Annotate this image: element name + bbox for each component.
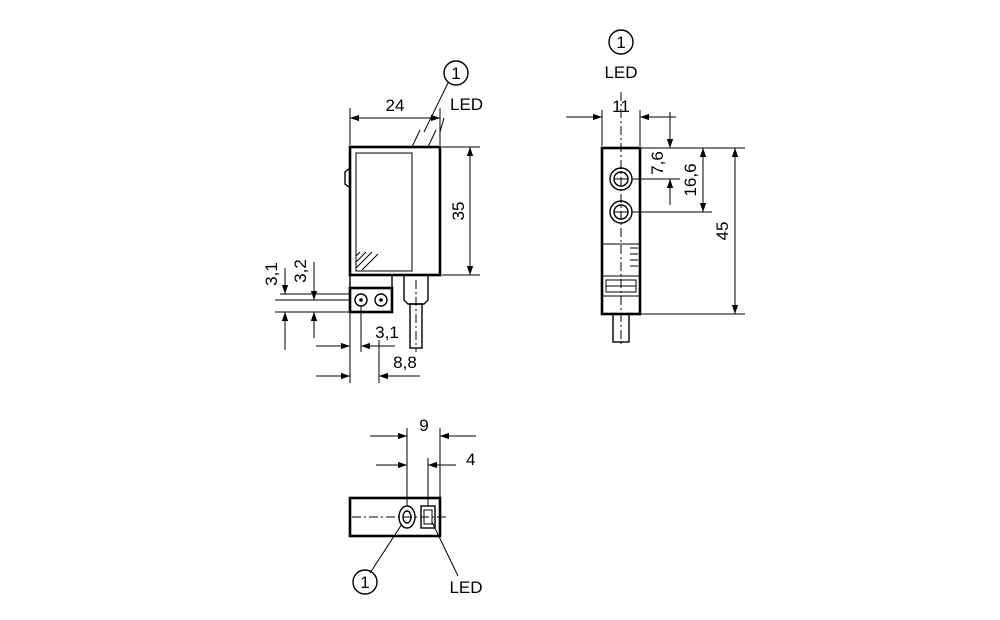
- bottom-callout-1-label: 1: [360, 573, 369, 592]
- front-dim-height: 45: [713, 222, 732, 241]
- bottom-callout-1: [352, 569, 378, 595]
- front-dim-width: 11: [612, 97, 630, 116]
- side-callout-1-label: 1: [451, 64, 460, 83]
- front-callout-1: [608, 29, 634, 55]
- side-dim-width: 24: [386, 96, 405, 115]
- front-led-label: LED: [604, 63, 637, 82]
- front-view: 11 1 LED 7,6 16,6 45: [566, 29, 745, 345]
- side-dim-d4: 8,8: [393, 353, 417, 372]
- side-dim-d3: 3,1: [375, 323, 399, 342]
- bottom-dim-d1: 9: [419, 416, 428, 435]
- side-dim-d1: 3,1: [262, 262, 281, 286]
- side-housing: [348, 145, 442, 277]
- bottom-view: 9 4 1 LED: [348, 416, 483, 597]
- side-view: 24 35 1 LED 3,1 3,2 3,1 8,8: [262, 60, 483, 383]
- side-callout-1: [443, 60, 469, 86]
- front-dim-d2: 16,6: [681, 163, 700, 196]
- front-callout-1-label: 1: [616, 33, 625, 52]
- side-led-label: LED: [450, 95, 483, 114]
- bottom-dim-d2: 4: [466, 450, 475, 469]
- front-dim-d1: 7,6: [648, 151, 667, 175]
- side-dim-d2: 3,2: [291, 259, 310, 283]
- bottom-led-label: LED: [449, 578, 482, 597]
- side-dim-height: 35: [449, 202, 468, 221]
